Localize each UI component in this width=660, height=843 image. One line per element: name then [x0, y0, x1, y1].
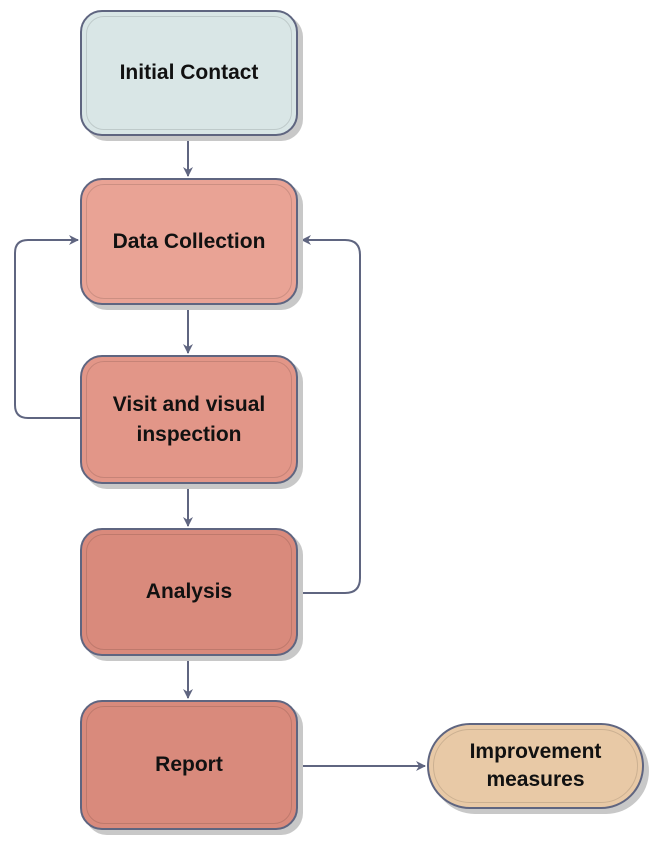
node-analysis: Analysis [80, 528, 298, 656]
node-label: Improvement measures [469, 740, 602, 791]
node-data-collection: Data Collection [80, 178, 298, 305]
node-label: Analysis [145, 580, 233, 603]
node-report: Report [80, 700, 298, 830]
node-label: Data Collection [112, 229, 266, 253]
node-initial-contact: Initial Contact [80, 10, 298, 136]
node-visit-inspection: Visit and visual inspection [80, 355, 298, 484]
edge-visit-to-data-loop [14, 235, 80, 419]
edge-analysis-to-data-loop [298, 235, 361, 594]
node-improvement-measures: Improvement measures [427, 723, 644, 809]
node-label: Report [155, 753, 223, 776]
node-label: Initial Contact [119, 61, 259, 84]
node-label: Visit and visual inspection [112, 392, 266, 446]
